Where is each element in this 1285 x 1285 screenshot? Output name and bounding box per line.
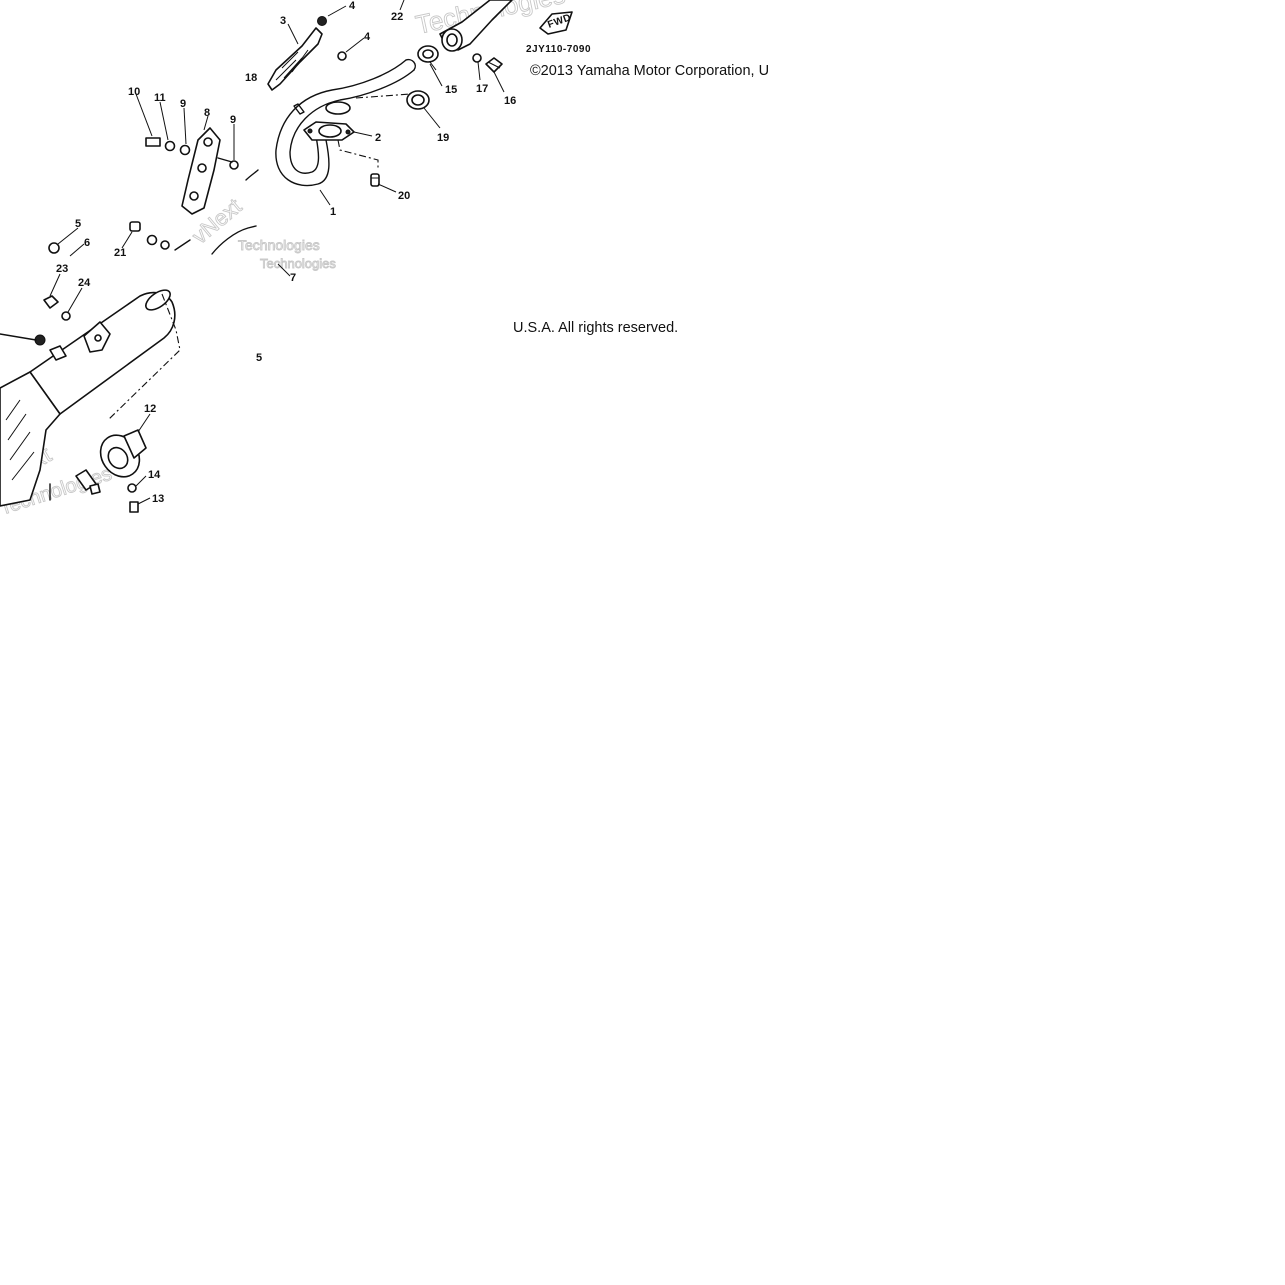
callout-2: 2: [375, 132, 381, 144]
callout-5-fragment: 5: [256, 352, 262, 364]
watermark-text: Technologies: [260, 256, 336, 271]
callout-24: 24: [78, 277, 91, 289]
copyright-rights-text: U.S.A. All rights reserved.: [513, 320, 679, 336]
callout-numbers: 1 2 3 4 4 5 6 7 8 9 9 10 11 12 13 14 15 …: [56, 0, 516, 505]
callout-3: 3: [280, 15, 286, 27]
callout-9: 9: [230, 114, 236, 126]
callout-13: 13: [152, 493, 164, 505]
part-code-label: 2JY110-7090: [526, 44, 591, 55]
gasket-15: [417, 45, 439, 63]
callout-22: 22: [391, 11, 403, 23]
tail-cap: [49, 429, 147, 513]
callout-8: 8: [204, 107, 210, 119]
callout-15: 15: [445, 84, 457, 96]
callout-10: 10: [128, 86, 140, 98]
copyright-text: ©2013 Yamaha Motor Corporation, U: [530, 63, 770, 79]
bolt-20: [370, 173, 380, 187]
muffler: [0, 289, 181, 507]
callout-17: 17: [476, 83, 488, 95]
heat-protector-upper: [267, 16, 347, 91]
callout-7: 7: [290, 272, 296, 284]
callout-19: 19: [437, 132, 449, 144]
callout-12: 12: [144, 403, 156, 415]
callout-4: 4: [364, 31, 371, 43]
callout-4: 4: [349, 0, 356, 12]
muffler-fasteners: [43, 295, 71, 321]
exhaust-flange: [303, 101, 379, 170]
callout-11: 11: [154, 92, 166, 104]
watermark-text: Technologies: [238, 237, 320, 253]
callout-6: 6: [84, 237, 90, 249]
callout-5: 5: [75, 218, 81, 230]
fwd-indicator: FWD 2JY110-7090: [526, 11, 591, 55]
callout-20: 20: [398, 190, 410, 202]
callout-21: 21: [114, 247, 126, 259]
callout-18: 18: [245, 72, 257, 84]
leader-lines: [49, 0, 505, 505]
callout-14: 14: [148, 469, 161, 481]
callout-1: 1: [330, 206, 336, 218]
callout-23: 23: [56, 263, 68, 275]
exhaust-pipe: [275, 58, 416, 187]
joint-pipe: [439, 0, 513, 73]
gasket-19: [355, 90, 430, 110]
heat-protector-left: [145, 127, 239, 215]
callout-9: 9: [180, 98, 186, 110]
left-fasteners: [48, 169, 259, 255]
callout-16: 16: [504, 95, 516, 107]
